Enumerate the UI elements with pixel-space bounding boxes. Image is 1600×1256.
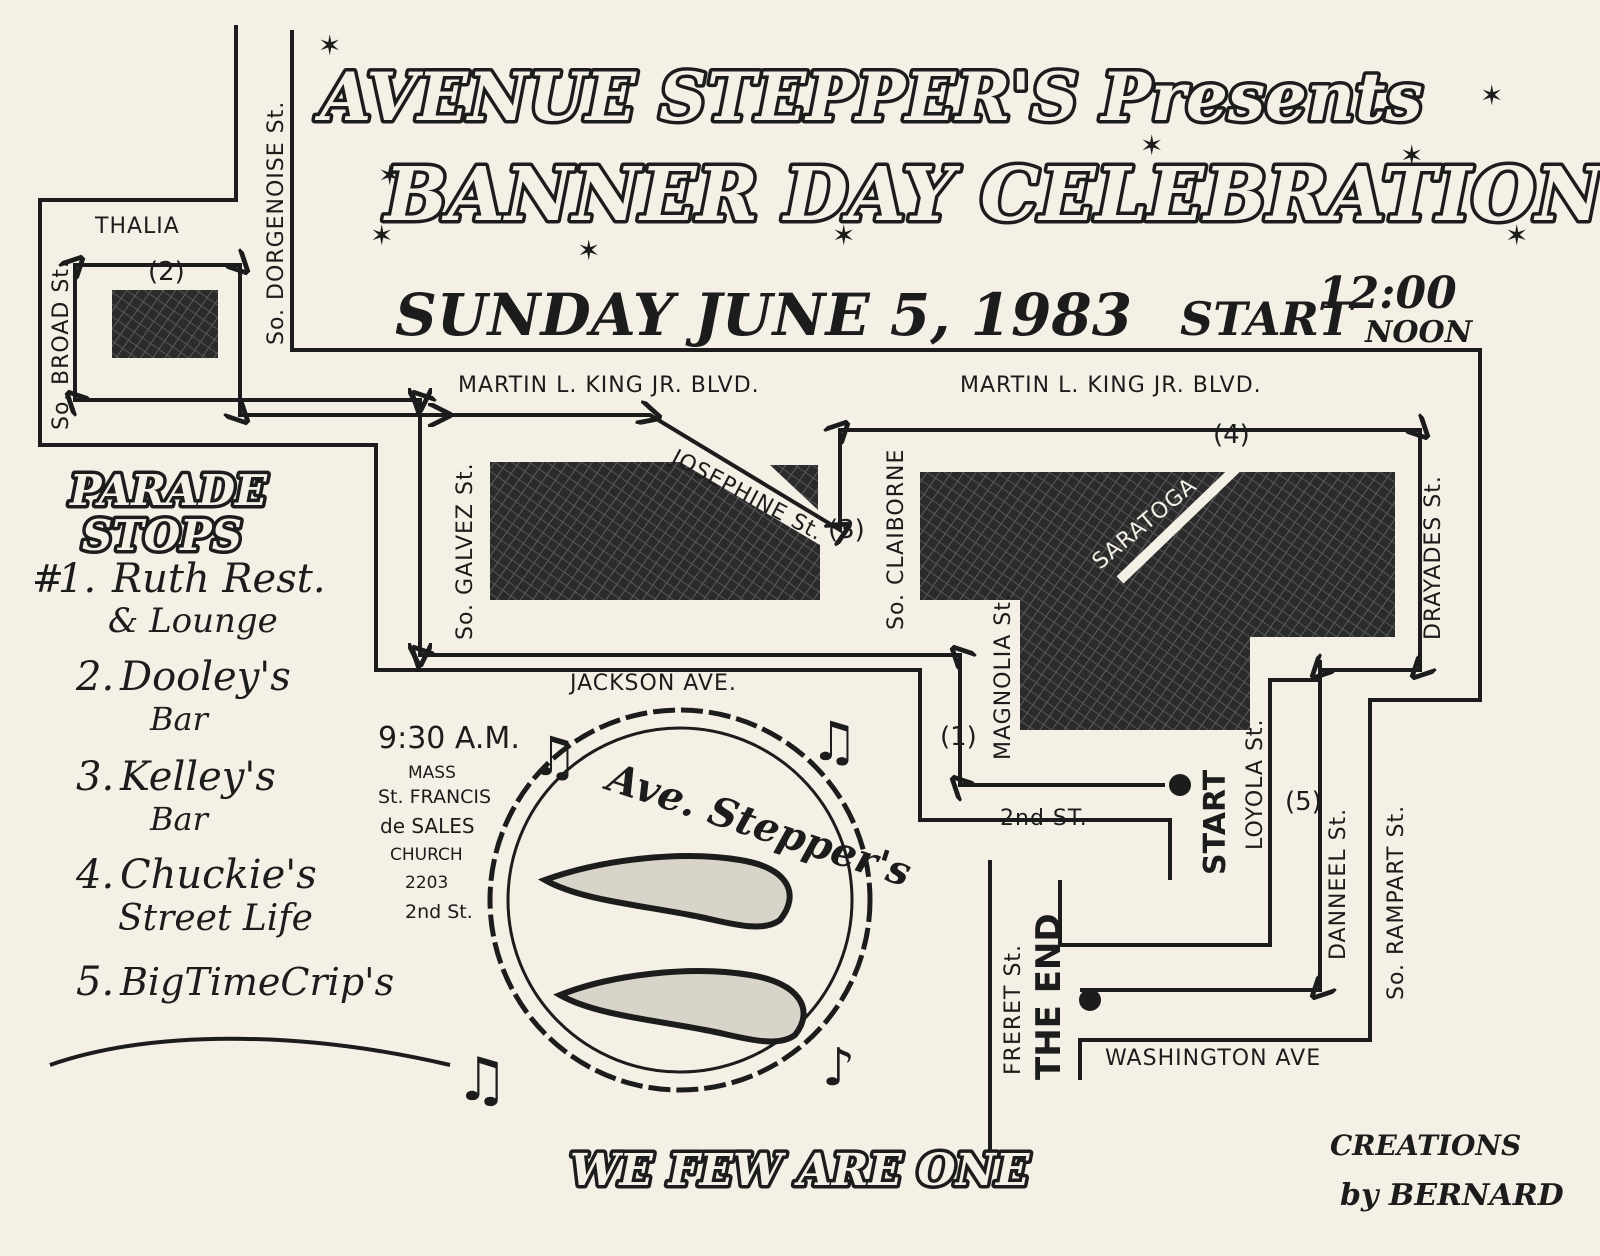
parade-route: [75, 265, 1420, 1011]
music-note-icon: ♫: [455, 1045, 509, 1115]
stops-heading-1: PARADE: [69, 466, 268, 515]
stop-4-number: 4.: [75, 852, 114, 898]
street-drayades: DRAYADES St.: [1421, 475, 1446, 640]
street-second: 2nd ST.: [1000, 806, 1088, 831]
block-galvez: [490, 462, 820, 600]
street-mlk-left: MARTIN L. KING JR. BLVD.: [458, 373, 760, 398]
stop-3-name: Kelley's: [119, 754, 276, 800]
mass-info: 9:30 A.M. MASS St. FRANCIS de SALES CHUR…: [378, 721, 520, 923]
stop-3-number: 3.: [76, 754, 114, 800]
stop-marker-2: (2): [148, 257, 185, 287]
start-noon: NOON: [1364, 315, 1474, 350]
dancing-shoe-icon: [537, 853, 807, 1045]
stop-1-name: Ruth Rest.: [111, 556, 326, 602]
stop-marker-3: (3): [828, 515, 865, 545]
flyer-title: AVENUE STEPPER'S Presents BANNER DAY CEL…: [311, 55, 1600, 351]
ave-steppers-badge: Ave. Stepper's ♫ ♫ ♫ ♪ WE FEW ARE ONE: [455, 707, 1034, 1200]
street-freret: FRERET St.: [1001, 944, 1026, 1075]
end-point: [1079, 989, 1101, 1011]
mass-line-6: 2nd St.: [405, 901, 473, 923]
credit-line-1: CREATIONS: [1330, 1129, 1521, 1162]
stop-3-name-2: Bar: [149, 800, 210, 838]
mass-line-4: CHURCH: [390, 845, 463, 865]
city-blocks: [112, 290, 1395, 730]
street-washington: WASHINGTON AVE: [1105, 1046, 1321, 1071]
stops-heading-2: STOPS: [82, 511, 242, 560]
star-icon: ✶: [1400, 139, 1423, 172]
street-rampart: So. RAMPART St.: [1384, 805, 1409, 1000]
start-point: [1169, 774, 1191, 796]
decorative-stars: ✶ ✶ ✶ ✶ ✶ ✶ ✶ ✶ ✶: [318, 29, 1528, 267]
block-claiborne: [920, 472, 1395, 730]
title-line-1: AVENUE STEPPER'S Presents: [314, 58, 1423, 136]
badge-scalloped-border: [487, 707, 873, 1093]
parade-stops-list: PARADE STOPS # 1. Ruth Rest. & Lounge 2.…: [32, 463, 451, 1067]
end-marker: THE END: [1029, 913, 1069, 1080]
credit-line-2: by BERNARD: [1340, 1178, 1564, 1213]
street-dorgenoise: So. DORGENOISE St.: [264, 101, 289, 345]
star-icon: ✶: [370, 219, 393, 252]
music-note-icon: ♫: [810, 710, 858, 773]
mass-line-2: St. FRANCIS: [378, 786, 491, 808]
start-label: START: [1180, 292, 1356, 346]
stop-4-name-2: Street Life: [118, 898, 313, 939]
mass-line-1: MASS: [408, 763, 456, 783]
star-icon: ✶: [378, 159, 401, 192]
badge-motto: WE FEW ARE ONE: [570, 1145, 1031, 1196]
stop-5-name: BigTimeCrip's: [119, 960, 394, 1004]
event-date: SUNDAY JUNE 5, 1983: [395, 281, 1132, 349]
street-danneel: DANNEEL St.: [1326, 808, 1351, 960]
title-line-2: BANNER DAY CELEBRATION: [383, 152, 1600, 238]
stop-2-number: 2.: [75, 654, 114, 700]
block-thalia: [112, 290, 218, 358]
music-note-icon: ♪: [822, 1038, 855, 1098]
stop-2-name: Dooley's: [119, 654, 291, 700]
stop-1-number: 1.: [58, 556, 96, 602]
stop-1-name-2: & Lounge: [108, 601, 278, 641]
street-jackson: JACKSON AVE.: [568, 671, 737, 696]
credit-block: CREATIONS by BERNARD: [1330, 1129, 1564, 1213]
stop-marker-5: (5): [1285, 787, 1322, 817]
street-magnolia: MAGNOLIA St.: [991, 593, 1016, 760]
star-icon: ✶: [1140, 129, 1163, 162]
street-claiborne: So. CLAIBORNE: [884, 449, 909, 630]
stop-marker-1: (1): [940, 722, 977, 752]
stop-2-name-2: Bar: [149, 700, 210, 738]
stops-number-sign: #: [32, 557, 64, 601]
street-mlk-right: MARTIN L. KING JR. BLVD.: [960, 373, 1262, 398]
star-icon: ✶: [577, 234, 600, 267]
street-loyola: LOYOLA St.: [1243, 718, 1268, 850]
star-icon: ✶: [832, 219, 855, 252]
music-note-icon: ♫: [530, 725, 578, 788]
stops-underline: [49, 1036, 451, 1067]
stop-markers: (2) (3) (4) (1) (5) START THE END: [148, 257, 1322, 1080]
mass-line-5: 2203: [405, 873, 448, 893]
block-josephine-corner: [770, 465, 818, 510]
street-galvez: So. GALVEZ St.: [453, 462, 478, 640]
star-icon: ✶: [1505, 219, 1528, 252]
stop-5-number: 5.: [76, 959, 114, 1005]
stop-4-name: Chuckie's: [120, 852, 317, 898]
star-icon: ✶: [1480, 79, 1503, 112]
star-icon: ✶: [318, 29, 341, 62]
stop-marker-4: (4): [1213, 420, 1250, 450]
start-time: 12:00: [1318, 268, 1457, 319]
mass-line-3: de SALES: [380, 814, 475, 838]
start-marker: START: [1198, 769, 1233, 875]
mass-time: 9:30 A.M.: [378, 721, 520, 756]
street-broad: So. BROAD St.: [49, 260, 74, 430]
street-thalia: THALIA: [94, 214, 180, 239]
